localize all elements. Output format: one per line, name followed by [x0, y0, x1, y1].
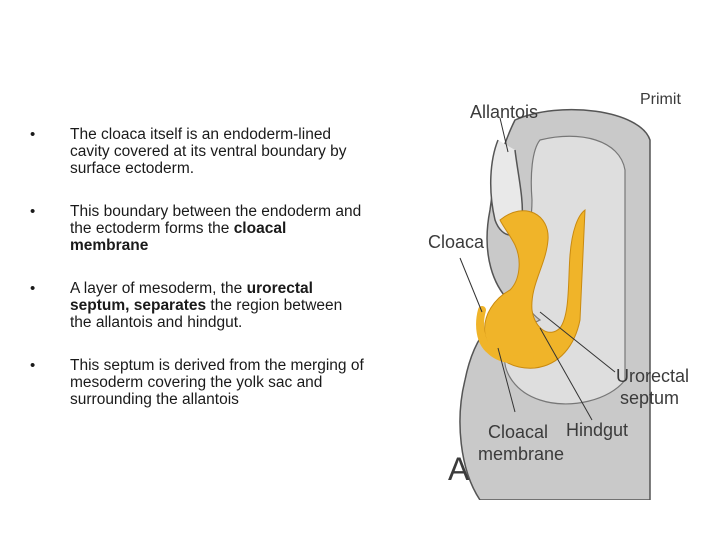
bullet-glyph: • [30, 280, 36, 297]
bullet-text: This septum is derived from the merging … [70, 357, 364, 408]
bullet-glyph: • [30, 203, 36, 220]
label-allantois: Allantois [470, 102, 538, 122]
embryo-cloaca-diagram: Allantois Primit Cloaca Urorectal septum… [420, 80, 720, 501]
label-primitive: Primit [640, 91, 681, 108]
cloacal-membrane-region [476, 306, 534, 364]
label-cloaca: Cloaca [428, 232, 485, 252]
label-pointers [459, 117, 616, 421]
bullet-emphasis: urorectal septum, separates [70, 280, 313, 314]
allantois-tube [489, 139, 524, 236]
bullet-list: • The cloaca itself is an endoderm-lined… [28, 126, 368, 434]
label-membrane: membrane [478, 444, 564, 464]
bullet-emphasis: cloacal membrane [70, 220, 287, 254]
label-hindgut: Hindgut [566, 420, 628, 440]
bullet-glyph: • [30, 357, 36, 374]
bullet-item-mesoderm: • A layer of mesoderm, the urorectal sep… [28, 280, 368, 331]
bullet-text: This boundary between the endoderm and t… [70, 203, 362, 237]
bullet-item-boundary: • This boundary between the endoderm and… [28, 203, 368, 254]
bullet-text: A layer of mesoderm, the [70, 280, 247, 297]
label-cloacal: Cloacal [488, 422, 548, 442]
bullet-text: the region between the allantois and hin… [70, 297, 343, 331]
bullet-glyph: • [30, 126, 36, 143]
bullet-item-cloaca: • The cloaca itself is an endoderm-lined… [28, 126, 368, 177]
label-septum: septum [620, 388, 679, 408]
bullet-item-septum: • This septum is derived from the mergin… [28, 357, 368, 408]
label-urorectal: Urorectal [616, 366, 689, 386]
label-panel-a: A [448, 451, 470, 487]
bullet-text: The cloaca itself is an endoderm-lined c… [70, 126, 347, 177]
